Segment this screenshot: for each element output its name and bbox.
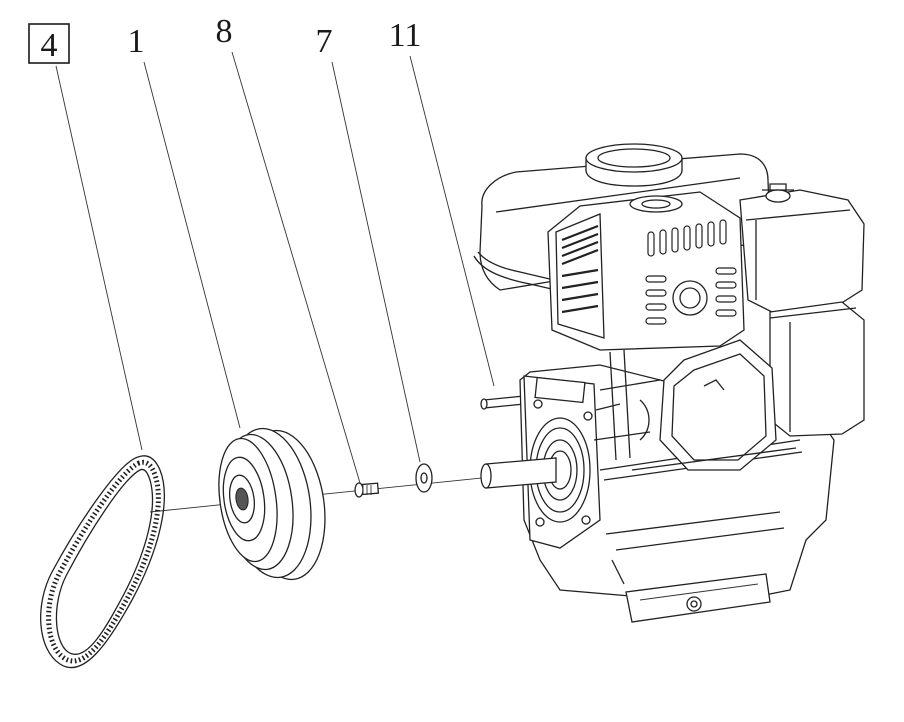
callout-8-label: 8 <box>216 13 233 50</box>
callout-4-label: 4 <box>41 27 58 64</box>
bolt <box>354 482 380 498</box>
leader-line-8 <box>231 51 361 484</box>
leader-line-11 <box>409 55 495 387</box>
v-belt <box>40 455 165 669</box>
callout-11-label: 11 <box>389 17 422 54</box>
leader-line-4 <box>55 65 143 451</box>
callout-1-label: 1 <box>128 23 145 60</box>
leader-lines <box>55 51 495 484</box>
key <box>480 395 525 410</box>
washer <box>415 463 433 493</box>
leader-line-7 <box>331 61 421 463</box>
callout-4: 4 <box>28 23 70 64</box>
shroud-top-slots <box>647 219 727 257</box>
pulley <box>218 427 326 581</box>
shroud-grille <box>561 224 599 314</box>
shaft-axis-line <box>149 471 541 513</box>
leader-line-1 <box>143 61 241 429</box>
callout-7-label: 7 <box>316 23 333 60</box>
callout-4-box <box>28 23 70 64</box>
engine <box>473 143 865 623</box>
